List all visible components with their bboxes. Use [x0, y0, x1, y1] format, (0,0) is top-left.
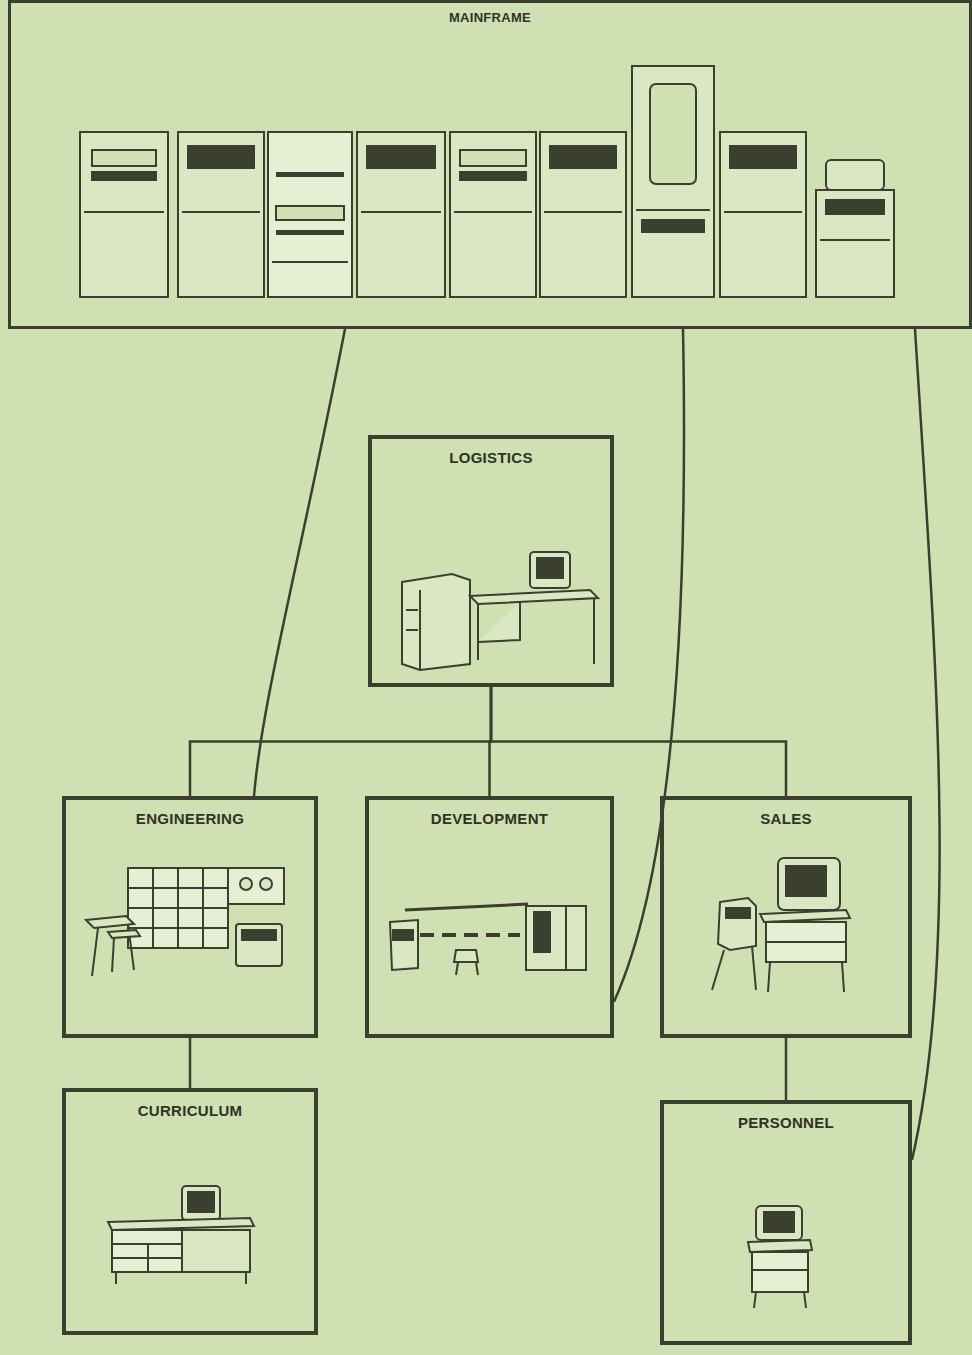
label-text: PERSONNEL: [735, 1114, 837, 1131]
department-box: DEVELOPMENT: [365, 796, 614, 1038]
department-box: CURRICULUM: [62, 1088, 318, 1335]
label-text: MAINFRAME: [446, 10, 534, 25]
department-box: SALES: [660, 796, 912, 1038]
label-text: CURRICULUM: [135, 1102, 246, 1119]
connector-line: [189, 1038, 192, 1088]
engineering-lab: [86, 868, 284, 976]
node-label: MAINFRAME: [11, 3, 969, 27]
curriculum-desk: [108, 1186, 254, 1284]
node-label: LOGISTICS: [372, 439, 610, 467]
connector-line: [785, 1038, 788, 1100]
department-box: PERSONNEL: [660, 1100, 912, 1345]
label-text: SALES: [757, 810, 815, 827]
department-box: LOGISTICS: [368, 435, 614, 687]
node-label: ENGINEERING: [66, 800, 314, 828]
node-label: CURRICULUM: [66, 1092, 314, 1120]
node-label: DEVELOPMENT: [369, 800, 610, 828]
personnel-terminal: [748, 1206, 812, 1308]
mainframe-cabinets: [80, 66, 894, 297]
connector-line: [190, 687, 491, 796]
label-text: ENGINEERING: [133, 810, 247, 827]
label-text: LOGISTICS: [446, 449, 536, 466]
department-box: ENGINEERING: [62, 796, 318, 1038]
label-text: DEVELOPMENT: [428, 810, 551, 827]
development-room: [390, 904, 586, 975]
node-label: PERSONNEL: [664, 1104, 908, 1132]
connector-line: [491, 687, 786, 796]
connector-line: [254, 329, 345, 796]
connector-line: [912, 329, 940, 1160]
sales-terminal: [712, 858, 850, 992]
connector-line: [614, 329, 684, 1002]
node-label: SALES: [664, 800, 908, 828]
logistics-workstation: [402, 552, 598, 670]
mainframe-band: MAINFRAME: [8, 0, 972, 329]
